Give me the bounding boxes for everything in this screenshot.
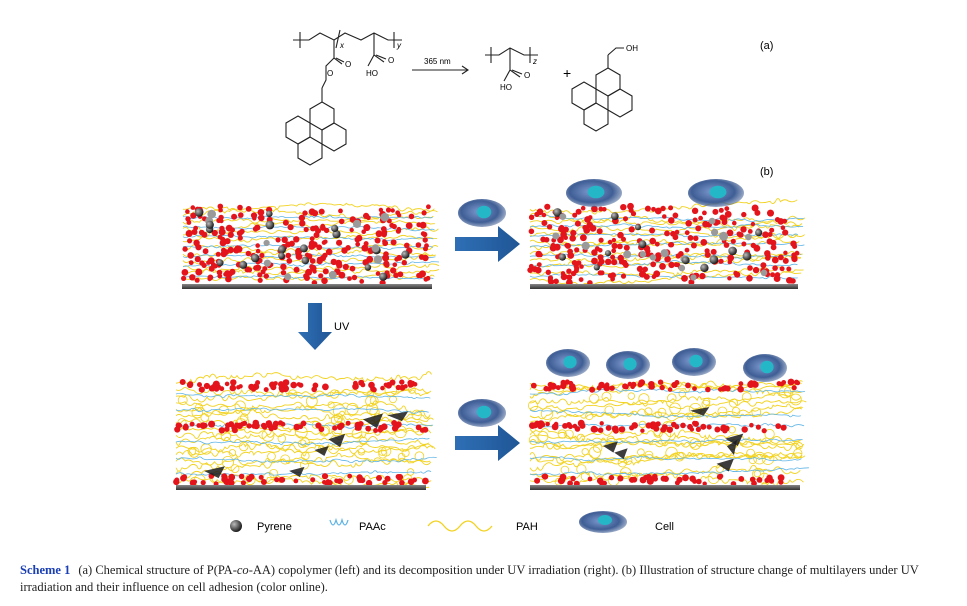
film-after-uv: [173, 371, 437, 490]
panel-a-label: (a): [760, 40, 773, 52]
legend-pyrene-icon: [230, 520, 242, 532]
cell-adhered-1: [566, 179, 622, 207]
caption-label: Scheme 1: [20, 563, 71, 577]
plus-sign: +: [563, 65, 571, 81]
legend-pah-label: PAH: [516, 521, 538, 533]
uv-label: UV: [334, 321, 350, 333]
figure-caption: Scheme 1 (a) Chemical structure of P(PA-c…: [20, 562, 955, 596]
film-before-uv: [181, 202, 440, 287]
chemical-structure-scheme: [285, 29, 633, 166]
substrate-bottom-right: [530, 485, 800, 490]
caption-text-1: (a) Chemical structure of P(PA-: [78, 563, 237, 577]
film-after-uv-with-cells: [527, 378, 809, 487]
legend-cell-label: Cell: [655, 521, 674, 533]
caption-text-2: -AA) copolymer (left) and its decomposit…: [20, 563, 919, 594]
legend-pyrene-label: Pyrene: [257, 521, 292, 533]
ester-link-oxygen: O: [327, 69, 333, 78]
substrate-top-right: [530, 284, 798, 289]
film-before-uv-with-cells: [527, 198, 806, 286]
cell-free-bottom: [458, 399, 506, 427]
cell-adhered-5: [672, 348, 716, 376]
cell-adhered-3: [546, 349, 590, 377]
acid-hydroxyl: HO: [366, 69, 378, 78]
subscript-x: x: [339, 41, 345, 50]
substrate-bottom-left: [176, 485, 426, 490]
panel-b-label: (b): [760, 166, 773, 178]
cell-adhered-4: [606, 351, 650, 379]
down-arrow-uv: [298, 303, 332, 350]
product-acid-oxygen: O: [524, 71, 530, 80]
caption-text-italic: co: [236, 563, 249, 577]
substrate-top-left: [182, 284, 432, 289]
legend: Pyrene PAAc PAH Cell: [230, 511, 674, 533]
cell-adhered-2: [688, 179, 744, 207]
legend-cell-icon: [579, 511, 627, 533]
acid-oxygen: O: [388, 56, 394, 65]
cell-adhered-6: [743, 354, 787, 382]
right-arrow-top: [455, 226, 520, 262]
cells-layer: [458, 179, 787, 427]
legend-paac-label: PAAc: [359, 521, 386, 533]
subscript-y: y: [396, 41, 402, 50]
reaction-condition-label: 365 nm: [424, 57, 451, 66]
legend-paac-icon: [329, 517, 349, 526]
right-arrow-bottom: [455, 425, 520, 461]
cell-free-top: [458, 199, 506, 227]
ester-carbonyl-oxygen: O: [345, 60, 351, 69]
scheme-figure: x y z O O O HO 365 nm O HO + OH (a) (b) …: [173, 29, 809, 533]
hydroxyl-label: OH: [626, 44, 638, 53]
product-acid-hydroxyl: HO: [500, 83, 512, 92]
subscript-z: z: [532, 57, 537, 66]
pyrene-structure-right: [571, 47, 633, 132]
legend-pah-icon: [427, 520, 493, 532]
pyrene-structure-left: [285, 88, 347, 166]
